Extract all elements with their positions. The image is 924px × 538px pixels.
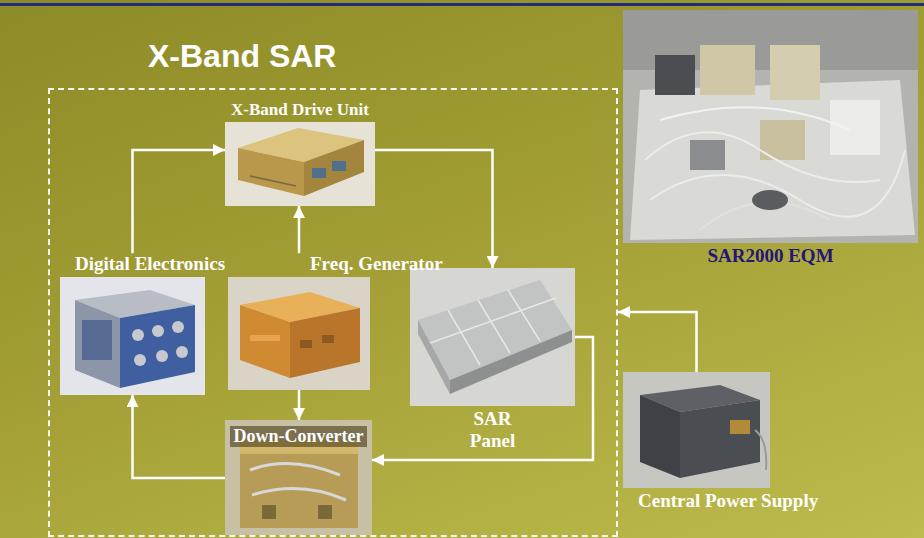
eqm-photo <box>650 150 905 217</box>
down-converter-box: Down-Converter <box>225 420 372 535</box>
down-converter-photo <box>318 505 332 519</box>
freq-generator-photo <box>250 335 280 341</box>
signal-arrow <box>133 150 226 253</box>
node-label: Freq. Generator <box>310 253 443 275</box>
eqm-photo <box>623 10 918 243</box>
eqm-photo <box>700 45 755 95</box>
eqm-photo <box>690 140 725 170</box>
digital-electronics-photo <box>132 329 144 341</box>
eqm-photo <box>623 10 918 243</box>
sar-panel-photo <box>430 298 556 343</box>
digital-electronics-box: Digital Electronics <box>60 253 225 395</box>
sar-panel-photo <box>418 320 450 394</box>
node-label: Digital Electronics <box>75 253 225 275</box>
digital-electronics-photo <box>60 277 205 395</box>
digital-electronics-photo <box>172 321 184 333</box>
eqm-photo <box>660 107 850 130</box>
down-converter-photo <box>250 464 340 475</box>
down-converter-photo <box>252 489 346 500</box>
eqm-photo <box>630 80 915 240</box>
freq-generator-box: Freq. Generator <box>228 253 443 390</box>
signal-arrow <box>618 312 697 372</box>
down-converter-photo <box>240 440 358 528</box>
eqm-photo <box>770 45 820 100</box>
sar-panel-photo <box>410 268 575 406</box>
digital-electronics-photo <box>82 320 112 360</box>
digital-electronics-photo <box>75 300 120 388</box>
drive-unit-photo <box>225 122 375 206</box>
drive-unit-photo <box>312 168 326 178</box>
node-label: SAR Panel <box>461 408 525 452</box>
signal-arrow <box>298 390 301 420</box>
node-label: Central Power Supply <box>638 490 818 512</box>
eqm-photo <box>655 55 695 95</box>
power-supply-photo <box>730 420 750 434</box>
node-label: SAR2000 EQM <box>707 245 833 267</box>
digital-electronics-photo <box>120 305 195 388</box>
power-supply-box: Central Power Supply <box>623 372 818 512</box>
header-rule <box>0 3 924 6</box>
subsystem-group: X-Band SARX-Band Drive UnitDigital Elect… <box>48 88 618 537</box>
sar-panel-photo <box>478 300 510 353</box>
eqm-photo <box>645 132 880 182</box>
freq-generator-photo <box>300 340 312 348</box>
digital-electronics-photo <box>60 277 205 395</box>
freq-generator-photo <box>290 308 360 378</box>
digital-electronics-photo <box>176 346 188 358</box>
signal-arrow <box>372 337 593 460</box>
power-supply-photo <box>680 400 760 478</box>
eqm-photo <box>830 100 880 155</box>
drive-unit-box: X-Band Drive Unit <box>225 100 375 206</box>
node-label: X-Band Drive Unit <box>231 100 369 120</box>
drive-unit-photo <box>225 122 375 206</box>
signal-arrow <box>133 395 226 478</box>
down-converter-photo <box>225 420 372 535</box>
drive-unit-photo <box>304 140 364 196</box>
sar-panel-box: SAR Panel <box>410 268 575 452</box>
digital-electronics-photo <box>156 350 168 362</box>
down-converter-photo <box>225 420 372 535</box>
sar-panel-photo <box>450 330 572 394</box>
power-supply-photo <box>755 430 766 470</box>
eqm-photo <box>752 190 788 210</box>
node-label: Down-Converter <box>230 426 368 447</box>
drive-unit-photo <box>332 161 346 171</box>
power-supply-photo <box>640 395 680 478</box>
freq-generator-photo <box>240 305 290 378</box>
power-supply-photo <box>623 372 770 488</box>
signal-arrow <box>298 206 301 253</box>
freq-generator-photo <box>228 277 370 390</box>
group-title: X-Band SAR <box>148 38 336 75</box>
drive-unit-photo <box>250 176 296 186</box>
freq-generator-photo <box>228 277 370 390</box>
digital-electronics-photo <box>152 325 164 337</box>
sar-panel-photo <box>448 310 480 365</box>
header-rule <box>0 3 924 6</box>
down-converter-photo <box>262 505 276 519</box>
freq-generator-photo <box>322 335 334 343</box>
power-supply-photo <box>623 372 770 488</box>
digital-electronics-photo <box>134 354 146 366</box>
signal-arrow <box>375 150 493 268</box>
eqm-box: SAR2000 EQM <box>623 10 918 267</box>
drive-unit-photo <box>238 148 304 196</box>
sar-panel-photo <box>410 268 575 406</box>
sar-panel-photo <box>508 290 540 341</box>
